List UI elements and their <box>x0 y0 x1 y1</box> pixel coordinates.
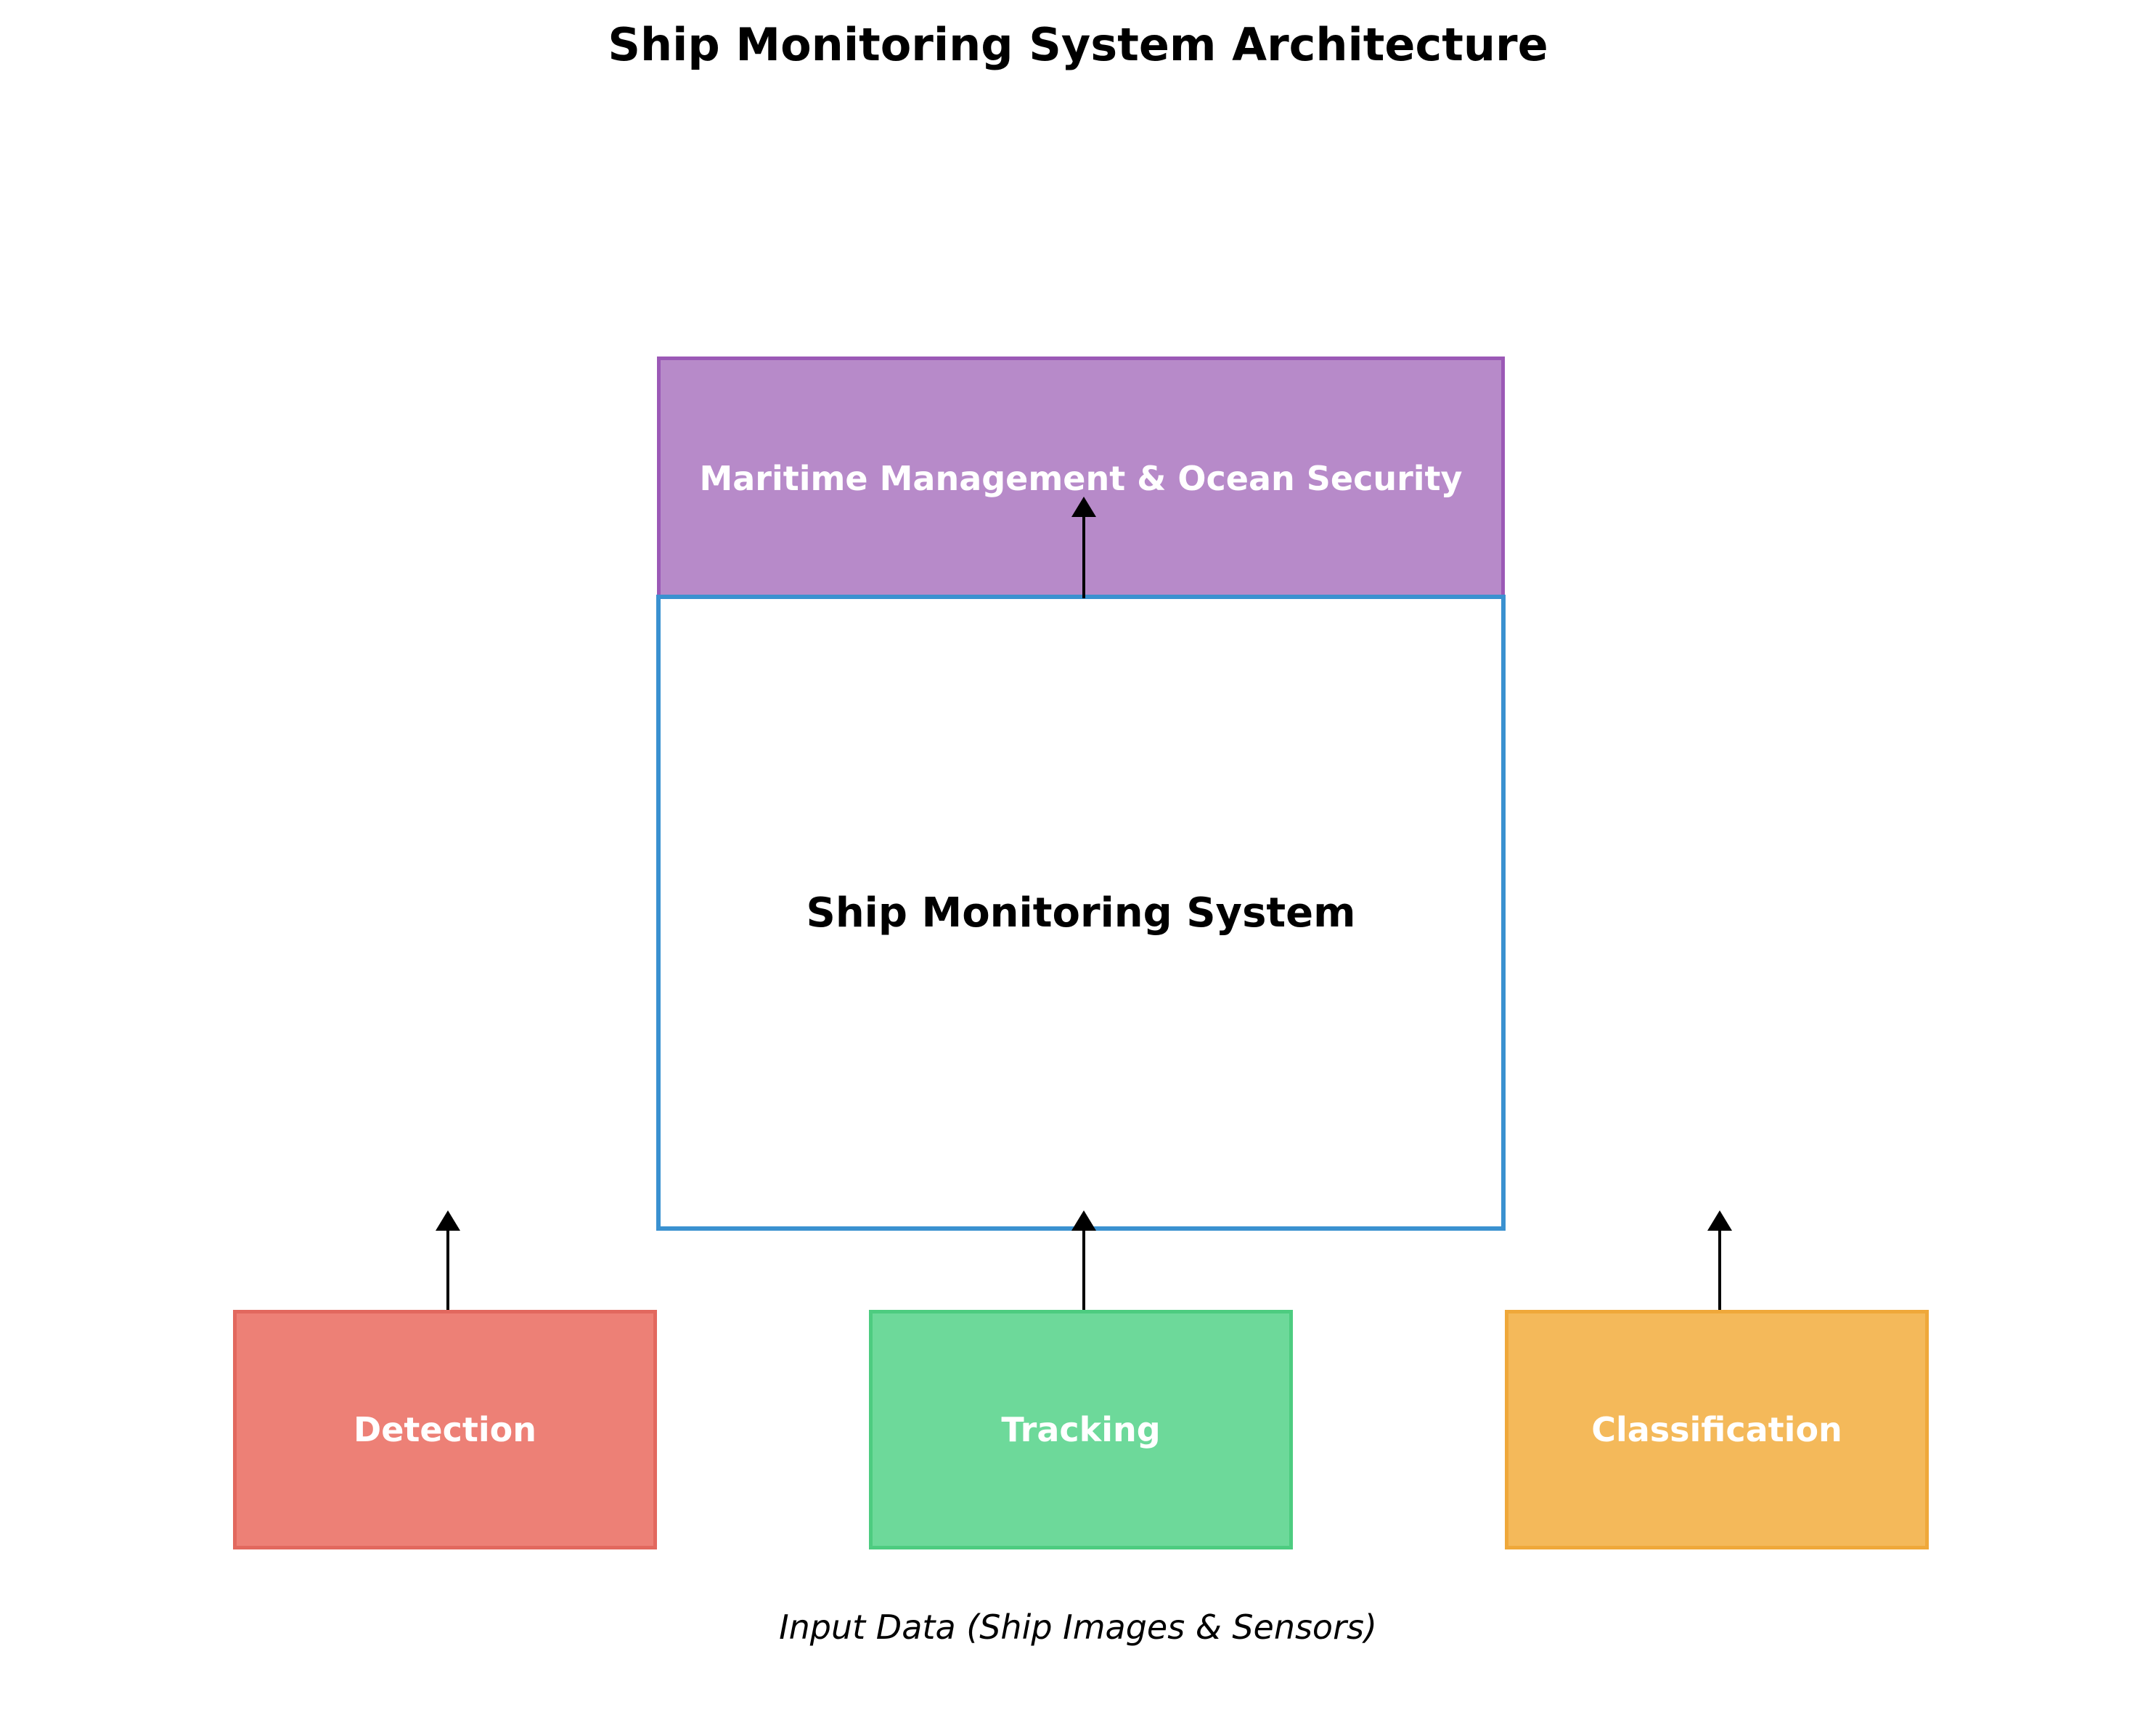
tracking-box: Tracking <box>869 1310 1293 1549</box>
ship-monitoring-system-label: Ship Monitoring System <box>806 889 1356 937</box>
input-data-caption: Input Data (Ship Images & Sensors) <box>779 1608 1377 1647</box>
classification-label: Classification <box>1591 1410 1842 1449</box>
arrow-up-icon <box>1071 1210 1096 1312</box>
arrow-up-icon <box>1707 1210 1732 1312</box>
arrow-up-to-maritime <box>1069 497 1098 598</box>
detection-box: Detection <box>233 1310 657 1549</box>
maritime-management-label: Maritime Management & Ocean Security <box>699 458 1463 498</box>
classification-box: Classification <box>1505 1310 1929 1549</box>
arrow-up-from-detection <box>433 1210 462 1312</box>
arrow-up-from-tracking <box>1069 1210 1098 1312</box>
ship-monitoring-system-box: Ship Monitoring System <box>656 595 1506 1231</box>
diagram-title: Ship Monitoring System Architecture <box>608 18 1548 71</box>
maritime-management-box: Maritime Management & Ocean Security <box>657 357 1505 596</box>
arrow-up-icon <box>436 1210 460 1312</box>
arrow-up-from-classification <box>1705 1210 1734 1312</box>
arrow-up-icon <box>1071 497 1096 598</box>
detection-label: Detection <box>354 1410 536 1449</box>
tracking-label: Tracking <box>1001 1410 1161 1449</box>
